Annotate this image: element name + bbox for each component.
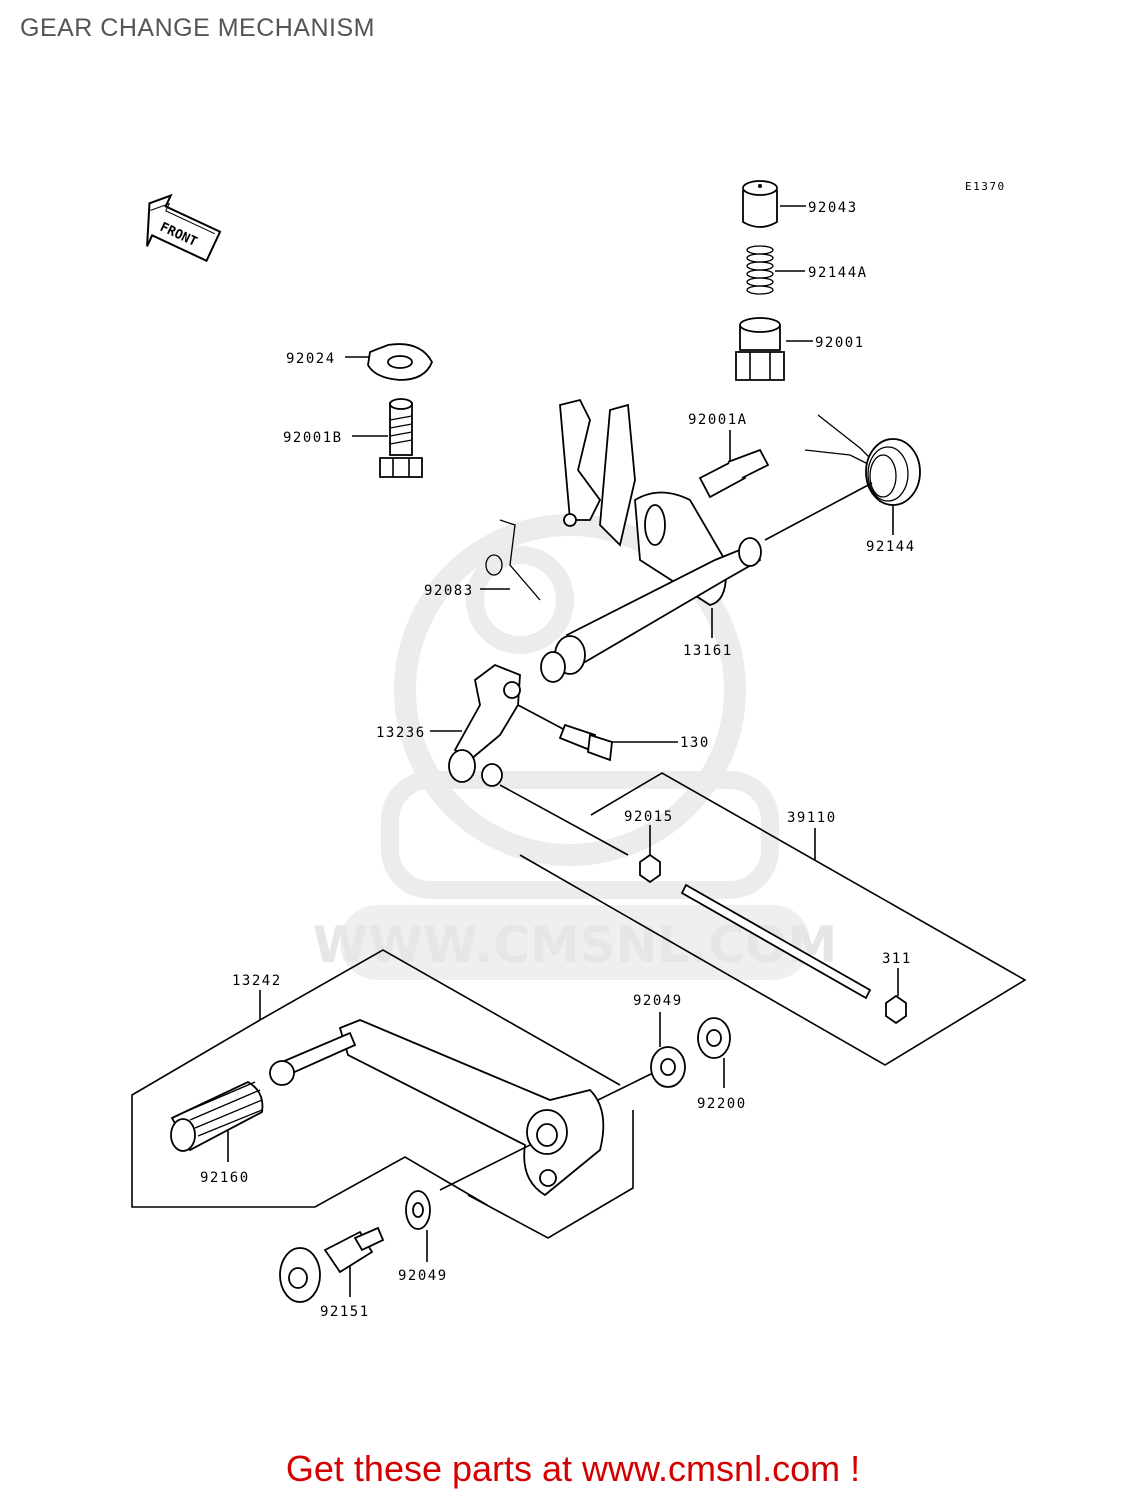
part-92151-bolt [279,1226,385,1303]
part-92200-washer [697,1017,731,1088]
part-130-bolt [558,723,678,762]
footer-suffix: ! [840,1448,861,1489]
part-label-92043: 92043 [808,200,858,216]
part-13161-shift-shaft [540,398,873,683]
part-92001A-bolt [698,430,770,499]
part-92001-plug [735,317,813,381]
part-92144A-spring [746,245,805,295]
diagram-code: E1370 [965,180,1006,193]
part-label-92001A: 92001A [688,412,748,428]
part-92049-washer-upper [650,1012,686,1088]
part-92043-pin [742,180,806,228]
part-92001B-bolt [352,398,423,478]
part-label-92083: 92083 [424,583,474,599]
part-13242-shift-pedal-group [131,949,656,1239]
part-labels: 92043 92144A 92001 92024 92001B 92001A 9… [200,200,916,1320]
part-label-39110: 39110 [787,810,837,826]
part-label-92015: 92015 [624,809,674,825]
part-label-13242: 13242 [232,973,282,989]
footer-link[interactable]: www.cmsnl.com [582,1448,841,1489]
part-92049-washer-lower [405,1190,431,1262]
front-arrow-icon: FRONT [146,193,222,263]
part-92024-lock-washer [345,343,433,381]
part-label-92160: 92160 [200,1170,250,1186]
part-label-92144A: 92144A [808,265,868,281]
cmsnl-watermark: WWW.CMSNL.COM [313,514,838,980]
part-label-92049-upper: 92049 [633,993,683,1009]
part-label-92001B: 92001B [283,430,343,446]
part-label-92151: 92151 [320,1304,370,1320]
page-title: GEAR CHANGE MECHANISM [20,14,375,42]
part-label-92001: 92001 [815,335,865,351]
watermark-text: WWW.CMSNL.COM [313,916,838,974]
part-label-92144: 92144 [866,539,916,555]
part-39110-tie-rod-group [519,772,1027,1066]
part-label-92049-lower: 92049 [398,1268,448,1284]
part-92083-spring [480,519,541,601]
part-label-92200: 92200 [697,1096,747,1112]
footer-promo: Get these parts at www.cmsnl.com ! [0,1448,1146,1490]
part-label-13236: 13236 [376,725,426,741]
footer-prefix: Get these parts at [285,1448,583,1489]
part-label-311: 311 [882,951,912,967]
part-92144-torsion-spring [804,414,921,535]
part-label-13161: 13161 [683,643,733,659]
part-label-92024: 92024 [286,351,336,367]
part-13236-lever [430,663,629,856]
part-label-130: 130 [680,735,710,751]
